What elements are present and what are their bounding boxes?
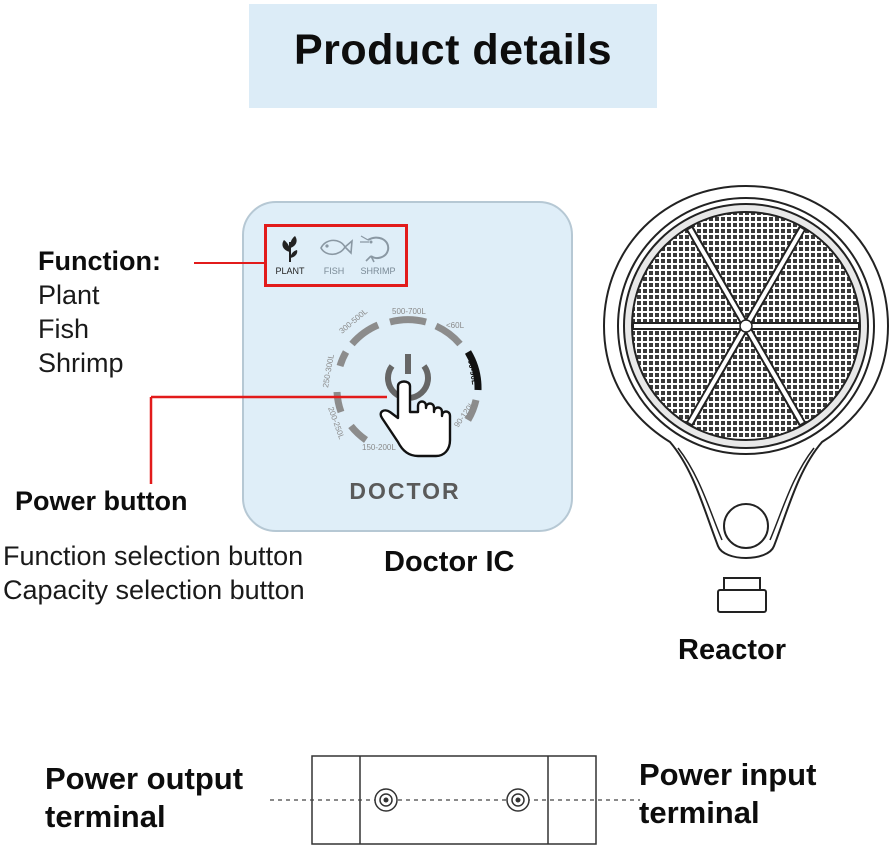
power-button-label: Power button	[15, 486, 188, 516]
dial-segment-300-500	[349, 321, 380, 347]
shrimp-icon	[360, 235, 390, 263]
reactor-illustration	[602, 184, 890, 613]
cap-label-250-300: 250-300L	[321, 353, 336, 388]
cap-label-lt60: <60L	[446, 321, 465, 330]
mode-fish-label: FISH	[323, 266, 345, 276]
doctor-ic-caption: Doctor IC	[384, 546, 515, 578]
mode-fish[interactable]: FISH	[312, 230, 356, 276]
dial-segment-150-200	[348, 423, 369, 443]
dial-segment-200-250	[333, 391, 345, 414]
mode-plant-label: PLANT	[275, 266, 305, 276]
fish-icon	[320, 239, 353, 256]
function-item-shrimp: Shrimp	[38, 348, 124, 378]
title-banner	[249, 4, 657, 108]
mode-shrimp-label: SHRIMP	[360, 266, 396, 276]
function-heading: Function:	[38, 246, 161, 276]
output-terminal-line2: terminal	[45, 799, 166, 834]
plant-icon	[282, 236, 298, 262]
terminal-diagram	[270, 755, 640, 845]
reactor-caption: Reactor	[678, 634, 786, 666]
function-item-fish: Fish	[38, 314, 90, 344]
dial-segment-250-300	[336, 350, 350, 368]
cap-label-150-200: 150-200L	[362, 443, 396, 452]
mode-shrimp[interactable]: SHRIMP	[356, 230, 400, 276]
function-selection-label: Function selection button	[3, 541, 304, 571]
dial-segment-60-90	[464, 350, 482, 391]
input-terminal-port	[506, 788, 530, 812]
cap-label-60-90: 60-90L	[466, 359, 479, 386]
capacity-dial[interactable]: 500-700L <60L 300-500L 250-300L 200-250L…	[318, 300, 498, 470]
hand-pointer-icon	[379, 380, 452, 458]
output-terminal-line1: Power output	[45, 761, 244, 796]
dial-segment-500-700	[389, 316, 427, 326]
doctor-logo: DOCTOR	[349, 478, 461, 504]
output-terminal-port	[374, 788, 398, 812]
page-title: Product details	[293, 26, 613, 74]
cap-label-500-700: 500-700L	[392, 307, 426, 316]
dial-segment-90-120	[464, 399, 480, 422]
capacity-selection-label: Capacity selection button	[3, 575, 305, 605]
function-item-plant: Plant	[38, 280, 100, 310]
dial-segment-lt60	[434, 322, 463, 347]
input-terminal-line1: Power input	[639, 757, 817, 792]
mode-highlight-box	[264, 224, 408, 287]
input-terminal-line2: terminal	[639, 795, 760, 830]
mode-plant[interactable]: PLANT	[268, 230, 312, 276]
